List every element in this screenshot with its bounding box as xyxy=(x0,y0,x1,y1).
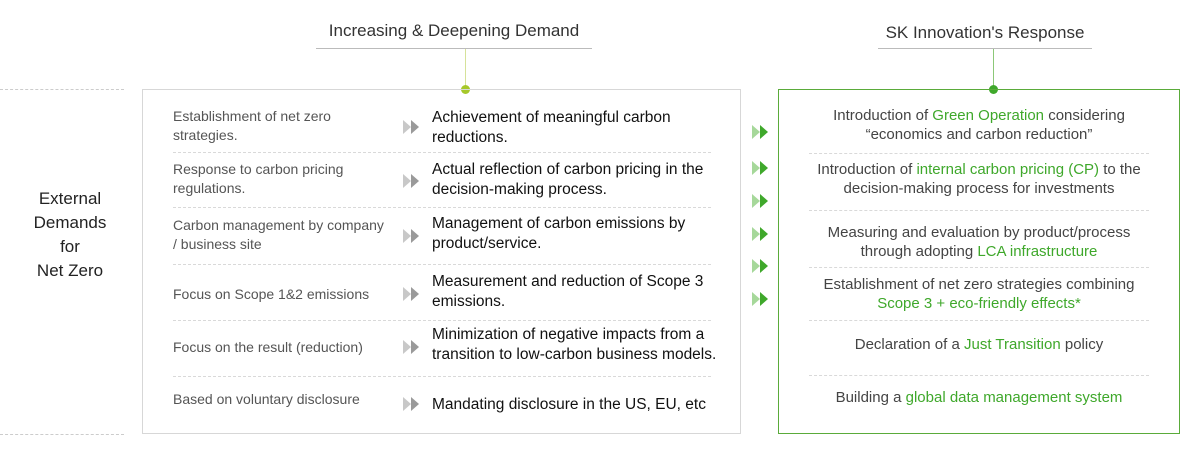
demand-to: Achievement of meaningful carbon reducti… xyxy=(432,109,671,146)
response-divider xyxy=(809,375,1149,376)
side-label-line: Net Zero xyxy=(36,261,104,280)
response-highlight: global data management system xyxy=(905,389,1123,406)
double-chevron-right-icon xyxy=(752,194,768,208)
response-text: Building a xyxy=(835,389,906,406)
side-label-line: for xyxy=(60,237,80,256)
response-divider xyxy=(809,320,1149,321)
response-item: Establishment of net zero strategies com… xyxy=(779,275,1179,313)
row-divider xyxy=(173,207,711,208)
response-highlight: internal carbon pricing (CP) xyxy=(916,161,1100,178)
double-chevron-right-icon xyxy=(403,174,419,188)
response-text: to the decision-making process for inves… xyxy=(843,161,1141,197)
external-demands-label: External Demands for Net Zero xyxy=(18,187,122,283)
response-highlight: Just Transition xyxy=(963,336,1061,353)
demand-panel: Establishment of net zero strategies. Ac… xyxy=(142,89,741,434)
demand-to: Mandating disclosure in the US, EU, etc xyxy=(432,396,706,413)
response-item: Building a global data management system xyxy=(779,388,1179,407)
response-highlight: LCA infrastructure xyxy=(977,243,1098,260)
demand-from: Based on voluntary disclosure xyxy=(173,391,360,407)
demand-from: Carbon management by company / business … xyxy=(173,217,384,252)
demand-from: Response to carbon pricing regulations. xyxy=(173,161,344,196)
response-text: considering “economics and carbon reduct… xyxy=(865,107,1125,143)
demand-to: Actual reflection of carbon pricing in t… xyxy=(432,161,704,198)
demand-from: Focus on Scope 1&2 emissions xyxy=(173,286,370,302)
double-chevron-right-icon xyxy=(752,292,768,306)
side-rule-bottom xyxy=(0,434,124,435)
demand-from: Focus on the result (reduction) xyxy=(173,339,363,355)
demand-to: Minimization of negative impacts from a … xyxy=(432,326,717,363)
side-label-line: Demands xyxy=(33,213,107,232)
response-connector xyxy=(993,49,994,89)
double-chevron-right-icon xyxy=(403,340,419,354)
response-text: Introduction of xyxy=(817,161,917,178)
demand-from: Establishment of net zero strategies. xyxy=(173,108,331,143)
double-chevron-right-icon xyxy=(403,120,419,134)
response-panel: Introduction of Green Operation consider… xyxy=(778,89,1180,434)
row-divider xyxy=(173,152,711,153)
response-text: Measuring and evaluation by product/proc… xyxy=(827,224,1131,260)
response-header-underline xyxy=(878,48,1092,49)
double-chevron-right-icon xyxy=(752,259,768,273)
response-text: Introduction of xyxy=(833,107,933,124)
response-text: Declaration of a xyxy=(854,336,964,353)
demand-header-underline xyxy=(316,48,592,49)
demand-header: Increasing & Deepening Demand xyxy=(328,21,580,40)
response-highlight: Green Operation xyxy=(932,107,1045,124)
double-chevron-right-icon xyxy=(403,229,419,243)
response-divider xyxy=(809,153,1149,154)
demand-connector xyxy=(465,49,466,89)
response-item: Measuring and evaluation by product/proc… xyxy=(779,223,1179,261)
response-item: Introduction of Green Operation consider… xyxy=(779,106,1179,144)
demand-to: Measurement and reduction of Scope 3 emi… xyxy=(432,273,704,310)
double-chevron-right-icon xyxy=(752,125,768,139)
demand-to: Management of carbon emissions by produc… xyxy=(432,215,686,252)
response-divider xyxy=(809,210,1149,211)
row-divider xyxy=(173,264,711,265)
side-rule-top xyxy=(0,89,124,90)
response-divider xyxy=(809,267,1149,268)
double-chevron-right-icon xyxy=(752,161,768,175)
response-text: Establishment of net zero strategies com… xyxy=(823,276,1135,293)
response-text: policy xyxy=(1060,336,1104,353)
row-divider xyxy=(173,320,711,321)
response-header: SK Innovation's Response xyxy=(885,23,1085,42)
row-divider xyxy=(173,376,711,377)
response-item: Declaration of a Just Transition policy xyxy=(779,335,1179,354)
response-highlight: Scope 3 + eco-friendly effects* xyxy=(877,295,1081,312)
double-chevron-right-icon xyxy=(403,287,419,301)
side-label-line: External xyxy=(38,189,102,208)
double-chevron-right-icon xyxy=(752,227,768,241)
response-item: Introduction of internal carbon pricing … xyxy=(779,160,1179,198)
double-chevron-right-icon xyxy=(403,397,419,411)
